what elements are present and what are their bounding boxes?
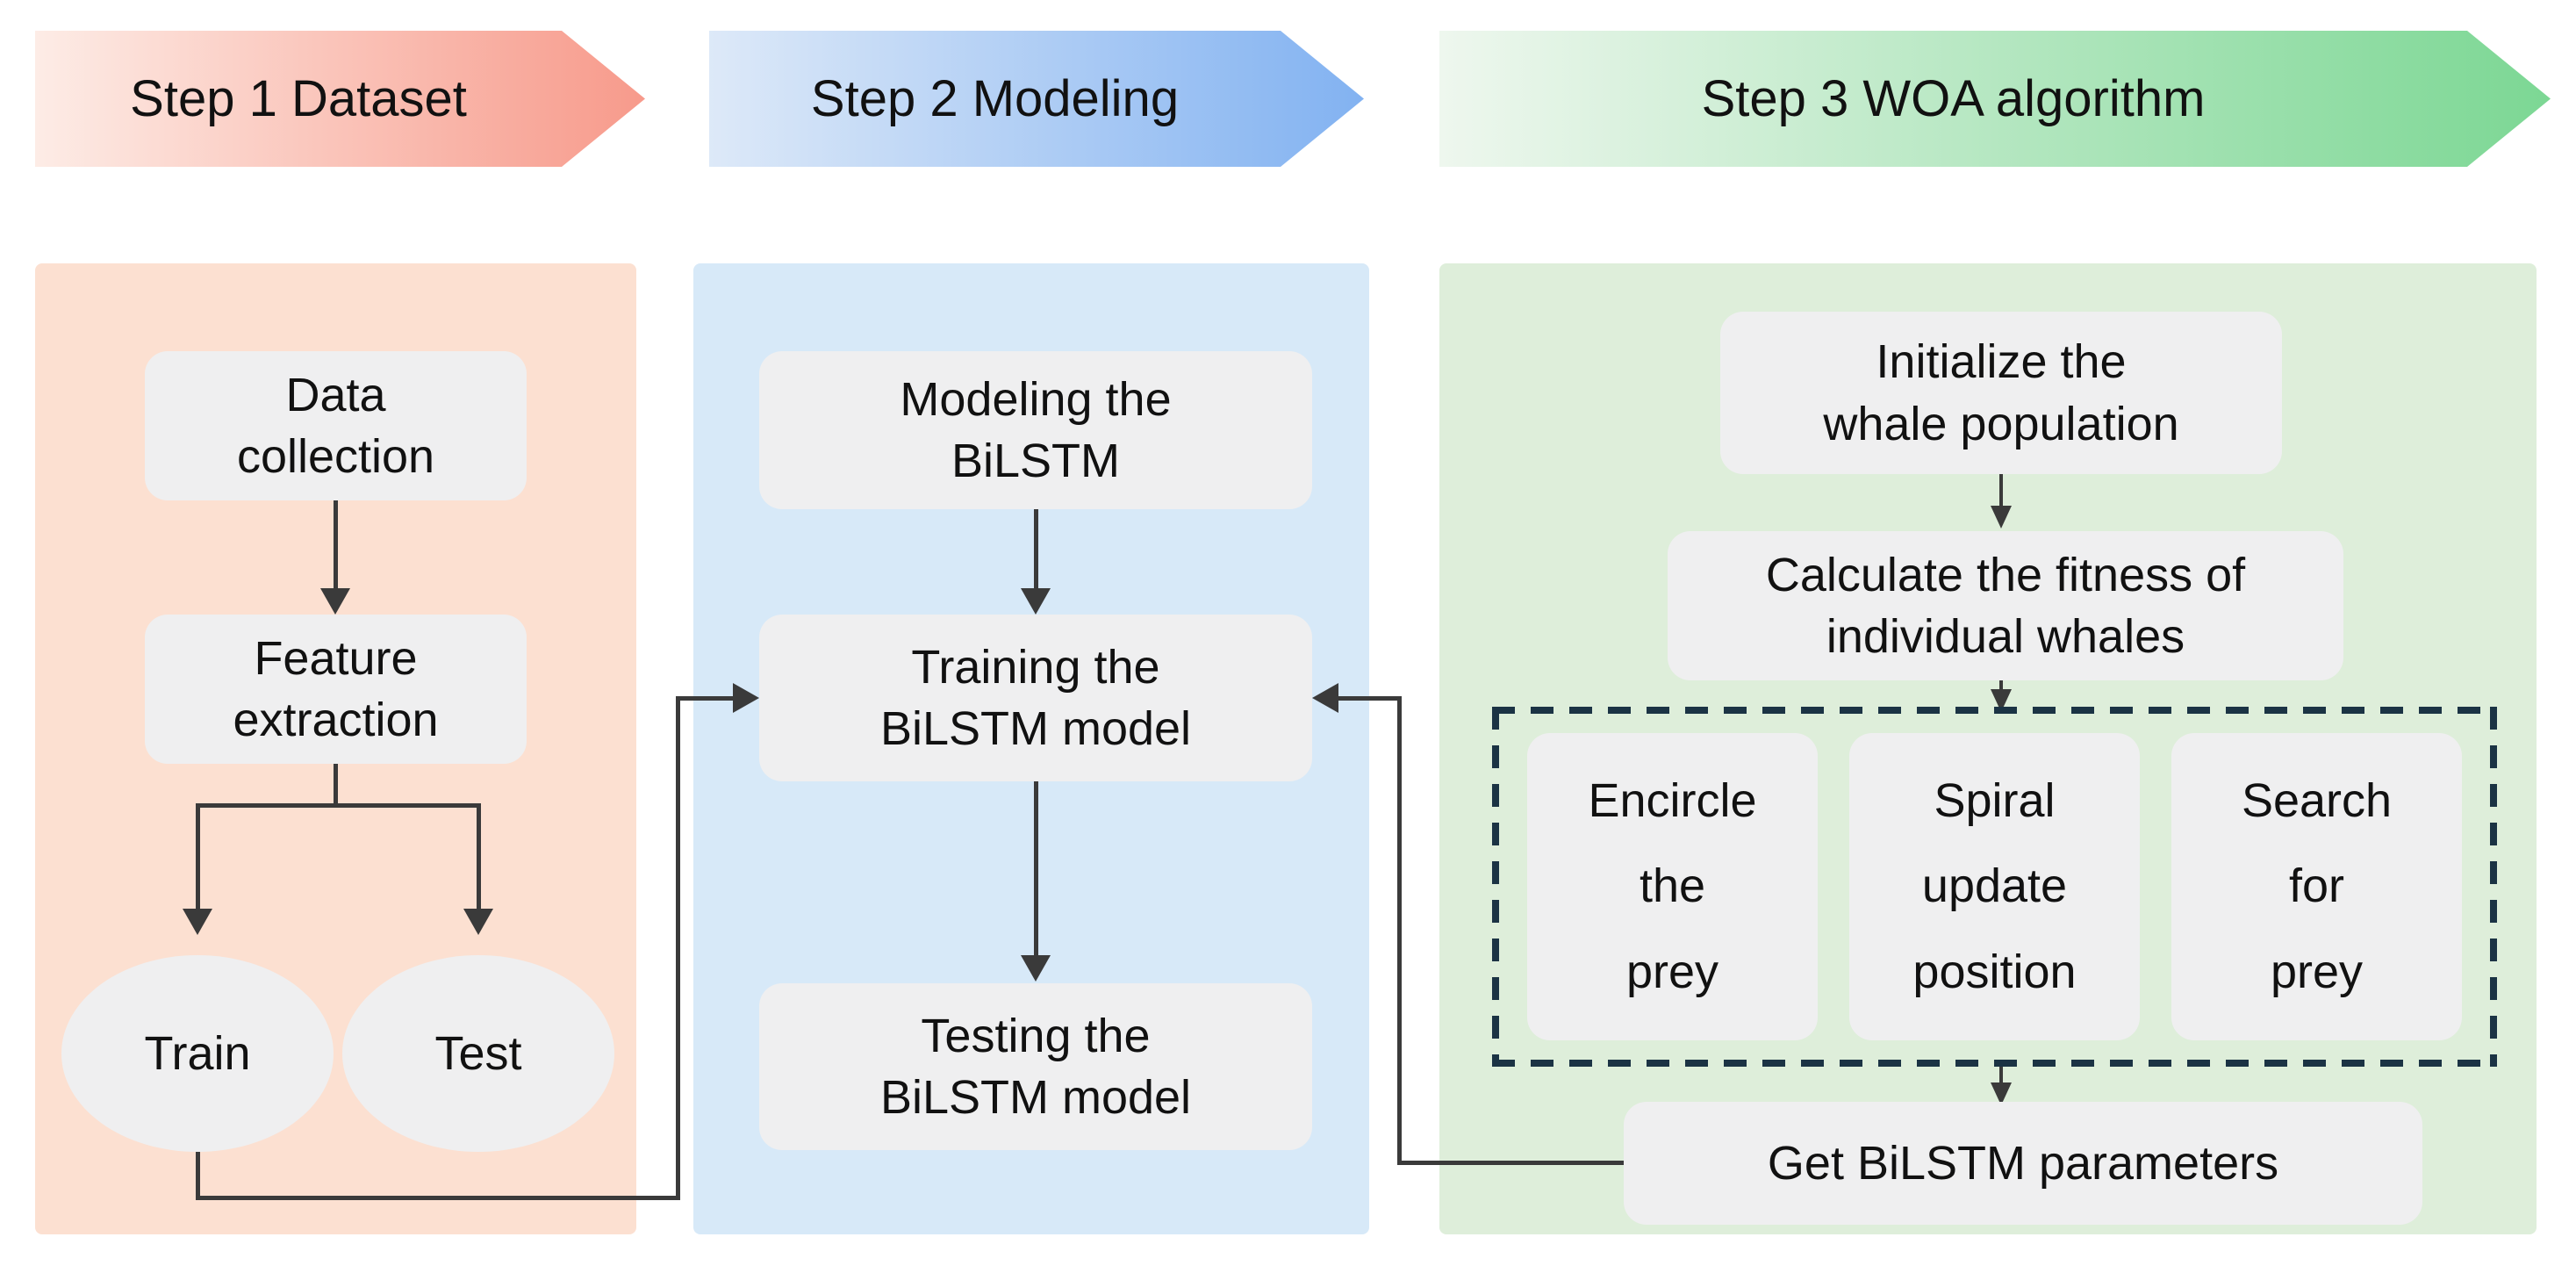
node-calculate-fitness: Calculate the fitness of individual whal… — [1668, 531, 2343, 680]
node-search-prey: Search for prey — [2171, 733, 2462, 1040]
node-feature-extraction: Feature extraction — [145, 615, 527, 764]
connector-line — [1999, 1067, 2003, 1086]
connector-line — [1999, 680, 2003, 693]
arrowhead-right — [733, 683, 759, 713]
arrowhead-down — [183, 909, 212, 935]
node-train: Train — [61, 955, 334, 1152]
banner-step1-dataset: Step 1 Dataset — [35, 31, 645, 167]
woa-operators-row: Encircle the prey Spiral update position… — [1527, 733, 2462, 1040]
node-testing-bilstm: Testing the BiLSTM model — [759, 983, 1312, 1150]
node-encircle-prey: Encircle the prey — [1527, 733, 1818, 1040]
banner-step3-label: Step 3 WOA algorithm — [1701, 70, 2206, 127]
node-initialize-whales: Initialize the whale population — [1720, 312, 2282, 474]
arrowhead-down — [1021, 588, 1051, 615]
connector-line — [1397, 1161, 1624, 1165]
connector-line — [1034, 509, 1038, 590]
connector-line — [676, 696, 735, 701]
connector-line — [676, 696, 680, 1200]
banner-step2-label: Step 2 Modeling — [810, 70, 1180, 127]
connector-line — [196, 803, 480, 808]
node-modeling-bilstm: Modeling the BiLSTM — [759, 351, 1312, 509]
connector-line — [477, 803, 481, 909]
node-spiral-update: Spiral update position — [1849, 733, 2140, 1040]
arrowhead-down — [1991, 506, 2012, 529]
arrowhead-down — [1991, 1082, 2012, 1105]
connector-line — [1999, 474, 2003, 507]
node-get-bilstm-parameters: Get BiLSTM parameters — [1624, 1102, 2422, 1225]
connector-line — [1034, 781, 1038, 955]
connector-line — [196, 1196, 680, 1200]
connector-line — [196, 1152, 200, 1200]
connector-line — [334, 500, 338, 588]
arrowhead-down — [320, 588, 350, 615]
arrowhead-down — [1021, 955, 1051, 982]
connector-line — [334, 764, 338, 806]
banner-step3-woa: Step 3 WOA algorithm — [1439, 31, 2551, 167]
woa-operators-dashed-box: Encircle the prey Spiral update position… — [1492, 707, 2497, 1067]
dashed-border — [1492, 707, 1499, 1067]
arrowhead-left — [1312, 683, 1338, 713]
connector-line — [1337, 696, 1402, 701]
node-test: Test — [342, 955, 614, 1152]
connector-line — [196, 803, 200, 909]
dashed-border — [1492, 1060, 2497, 1067]
dashed-border — [1492, 707, 2497, 714]
banner-step2-modeling: Step 2 Modeling — [709, 31, 1364, 167]
arrowhead-down — [463, 909, 493, 935]
node-data-collection: Data collection — [145, 351, 527, 500]
connector-line — [1397, 696, 1402, 1165]
banner-step1-label: Step 1 Dataset — [130, 70, 467, 127]
node-training-bilstm: Training the BiLSTM model — [759, 615, 1312, 781]
dashed-border — [2490, 707, 2497, 1067]
